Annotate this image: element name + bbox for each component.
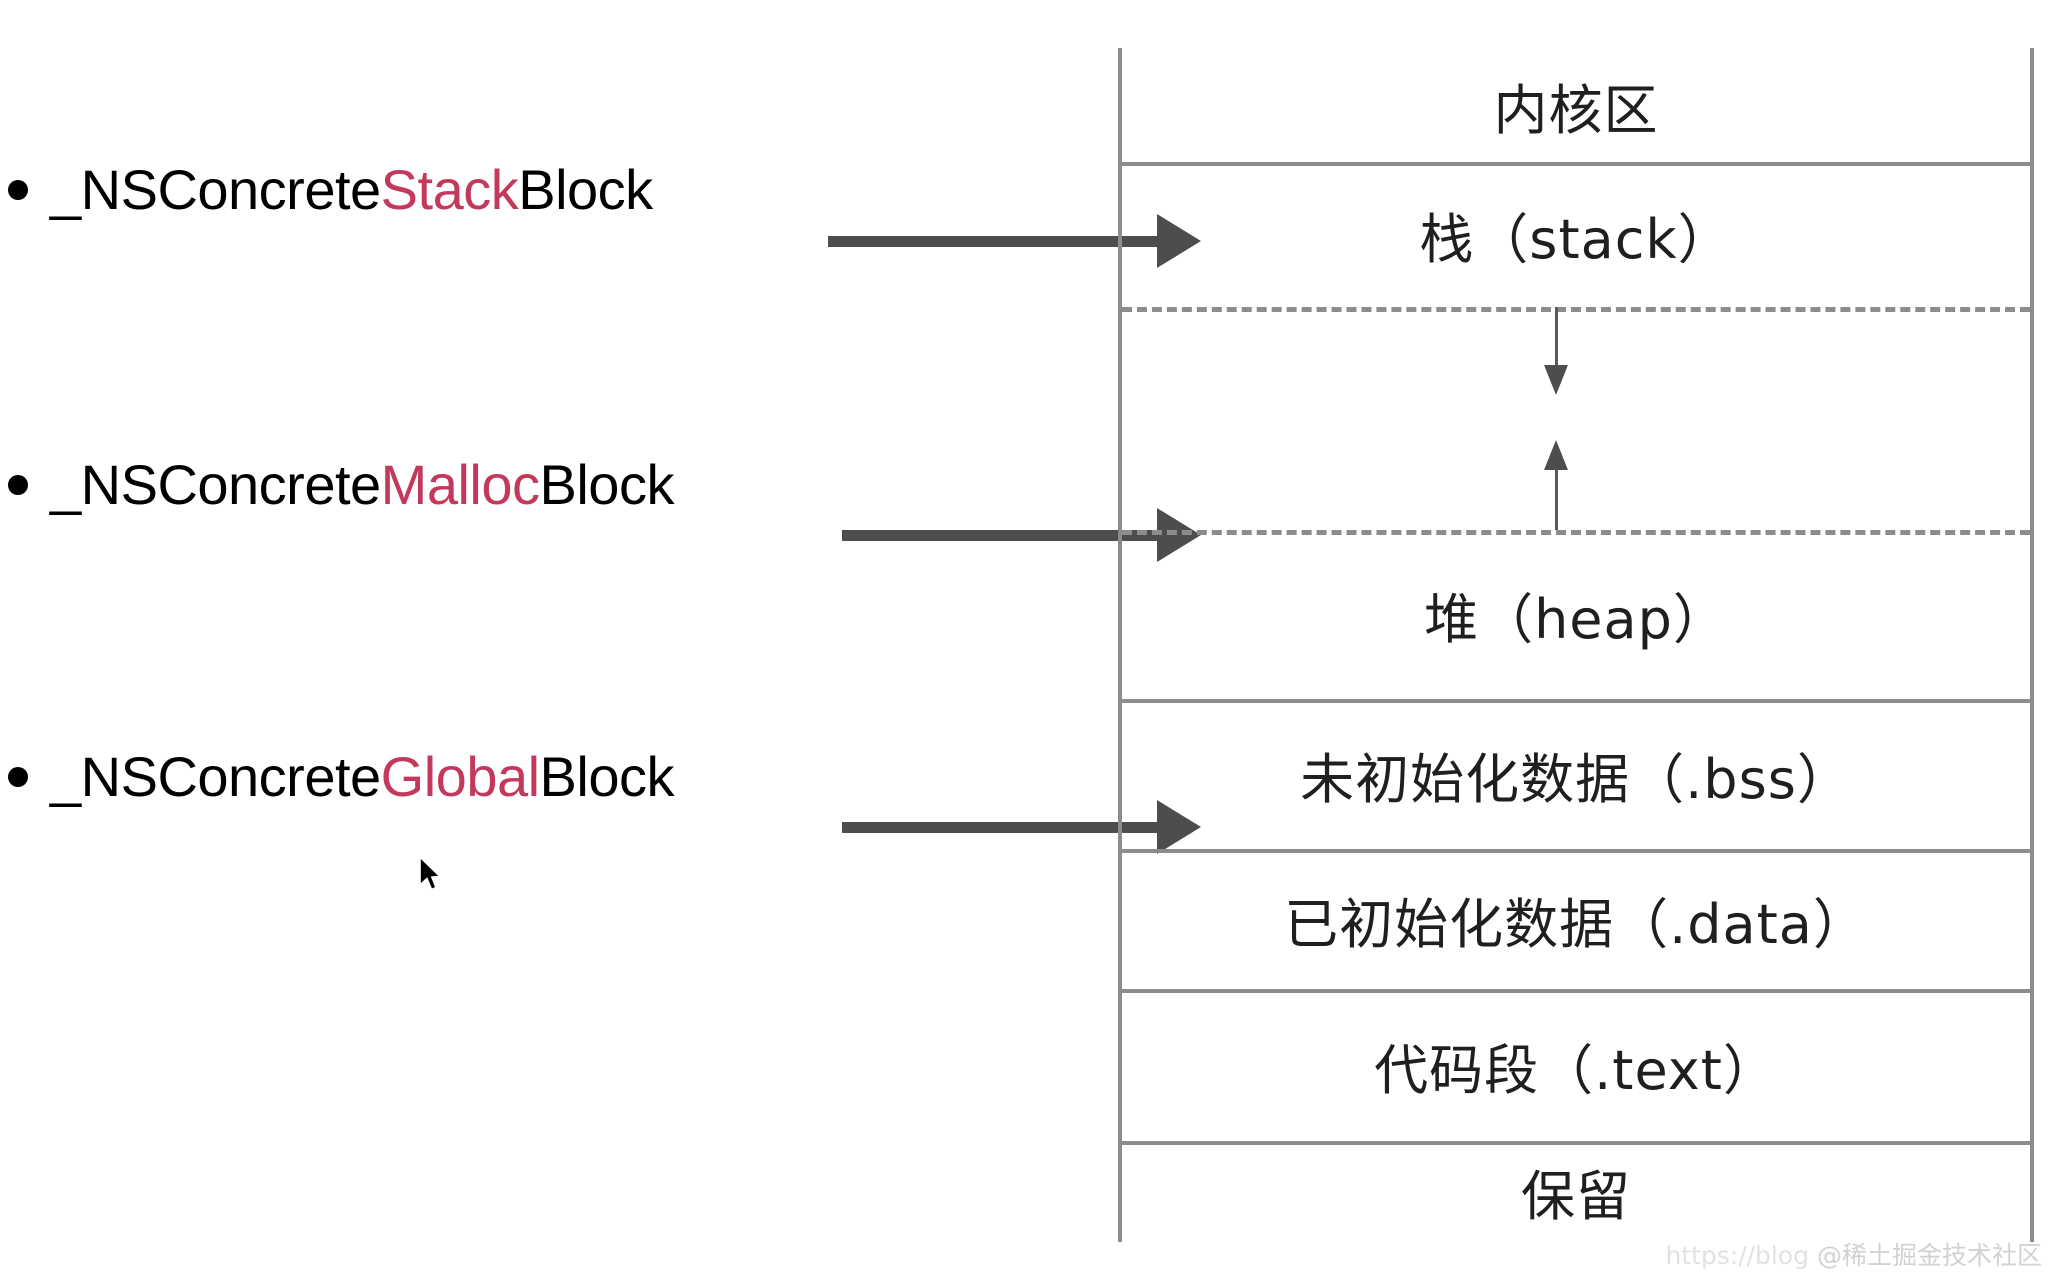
connector-arrow-global	[842, 800, 1201, 854]
memory-row-bss: 未初始化数据（.bss）	[1122, 699, 2030, 849]
memory-row-label: 保留	[1521, 1165, 1631, 1228]
memory-row-label: 内核区	[1493, 78, 1659, 142]
memory-row-label: 堆（heap）	[1424, 588, 1728, 651]
memory-row-heap: 堆（heap）	[1122, 530, 2030, 699]
bullet-dot-icon	[8, 475, 28, 495]
bullet-prefix: _NSConcrete	[50, 158, 381, 221]
memory-row-label: 已初始化数据（.data）	[1284, 892, 1868, 956]
bullet-label-stack-block: _NSConcreteStackBlock	[50, 162, 653, 218]
bullet-highlight: Global	[380, 745, 540, 808]
memory-row-kernel: 内核区	[1122, 48, 2030, 162]
arrow-head-icon	[1157, 508, 1201, 562]
bullet-suffix: Block	[539, 453, 675, 516]
arrow-head-icon	[1157, 800, 1201, 854]
row-divider	[1122, 162, 2030, 166]
row-divider	[1122, 1141, 2030, 1145]
bullet-prefix: _NSConcrete	[50, 453, 381, 516]
watermark: https://blog @稀土掘金技术社区	[1665, 1236, 2042, 1272]
memory-row-label: 代码段（.text）	[1374, 1038, 1778, 1102]
stack-grows-down-arrow-icon	[1536, 307, 1576, 397]
bullet-label-global-block: _NSConcreteGlobalBlock	[50, 749, 674, 805]
list-item-stack-block: _NSConcreteStackBlock	[0, 155, 653, 225]
arrow-head-icon	[1544, 365, 1568, 395]
list-item-malloc-block: _NSConcreteMallocBlock	[0, 450, 674, 520]
memory-row-label: 未初始化数据（.bss）	[1300, 747, 1852, 811]
connector-shaft	[842, 821, 1158, 833]
row-divider	[1122, 699, 2030, 703]
bullet-highlight: Malloc	[380, 453, 540, 516]
memory-row-gap	[1122, 307, 2030, 530]
bullet-label-malloc-block: _NSConcreteMallocBlock	[50, 457, 674, 513]
memory-row-data: 已初始化数据（.data）	[1122, 849, 2030, 989]
list-item-global-block: _NSConcreteGlobalBlock	[0, 742, 674, 812]
row-divider	[1122, 849, 2030, 853]
memory-row-stack: 栈（stack）	[1122, 162, 2030, 307]
arrow-stem	[1555, 307, 1558, 369]
connector-arrow-malloc	[842, 508, 1201, 562]
watermark-url: https://blog	[1665, 1241, 1810, 1270]
connector-arrow-stack	[828, 214, 1201, 268]
arrow-head-icon	[1544, 440, 1568, 470]
bullet-prefix: _NSConcrete	[50, 745, 381, 808]
memory-layout-table: 内核区 栈（stack） 堆（heap） 未初始化数据（.bss）	[1118, 48, 2034, 1242]
heap-grows-up-arrow-icon	[1536, 440, 1576, 530]
bullet-dot-icon	[8, 767, 28, 787]
mouse-cursor-icon	[419, 856, 441, 891]
memory-row-text: 代码段（.text）	[1122, 989, 2030, 1141]
arrow-stem	[1555, 468, 1558, 530]
bullet-dot-icon	[8, 180, 28, 200]
memory-row-label: 栈（stack）	[1419, 208, 1733, 271]
bullet-suffix: Block	[539, 745, 675, 808]
bullet-highlight: Stack	[380, 158, 519, 221]
arrow-head-icon	[1157, 214, 1201, 268]
bullet-suffix: Block	[518, 158, 653, 221]
row-divider	[1122, 989, 2030, 993]
connector-shaft	[842, 529, 1158, 541]
row-divider-dashed-stack	[1122, 307, 2030, 312]
watermark-handle: @稀土掘金技术社区	[1816, 1241, 2042, 1270]
memory-row-reserved: 保留	[1122, 1141, 2030, 1242]
connector-shaft	[828, 235, 1158, 247]
row-divider-dashed-heap	[1122, 530, 2030, 535]
